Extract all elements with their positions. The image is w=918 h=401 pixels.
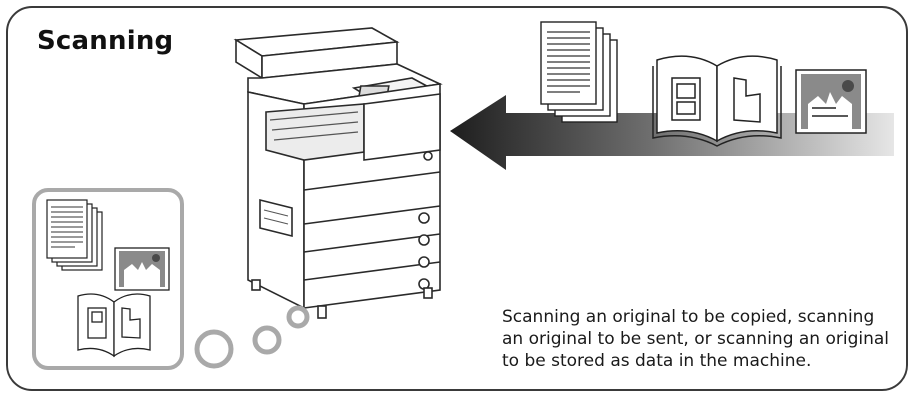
caption-line-3: to be stored as data in the machine. [502, 351, 812, 371]
document-stack-icon [540, 21, 618, 123]
stored-data-box [32, 188, 184, 370]
caption-line-2: an original to be sent, or scanning an o… [502, 329, 890, 349]
thought-bubble-circles [194, 305, 310, 369]
open-book-icon [652, 55, 782, 147]
small-photo-icon [114, 247, 170, 291]
small-document-stack-icon [46, 199, 103, 271]
diagram-title: Scanning [37, 26, 174, 56]
multifunction-printer-icon [233, 27, 443, 319]
diagram-frame [6, 6, 908, 391]
caption-line-1: Scanning an original to be copied, scann… [502, 307, 875, 327]
diagram-caption: Scanning an original to be copied, scann… [502, 306, 897, 372]
small-open-book-icon [77, 293, 151, 358]
photo-icon [795, 69, 867, 134]
